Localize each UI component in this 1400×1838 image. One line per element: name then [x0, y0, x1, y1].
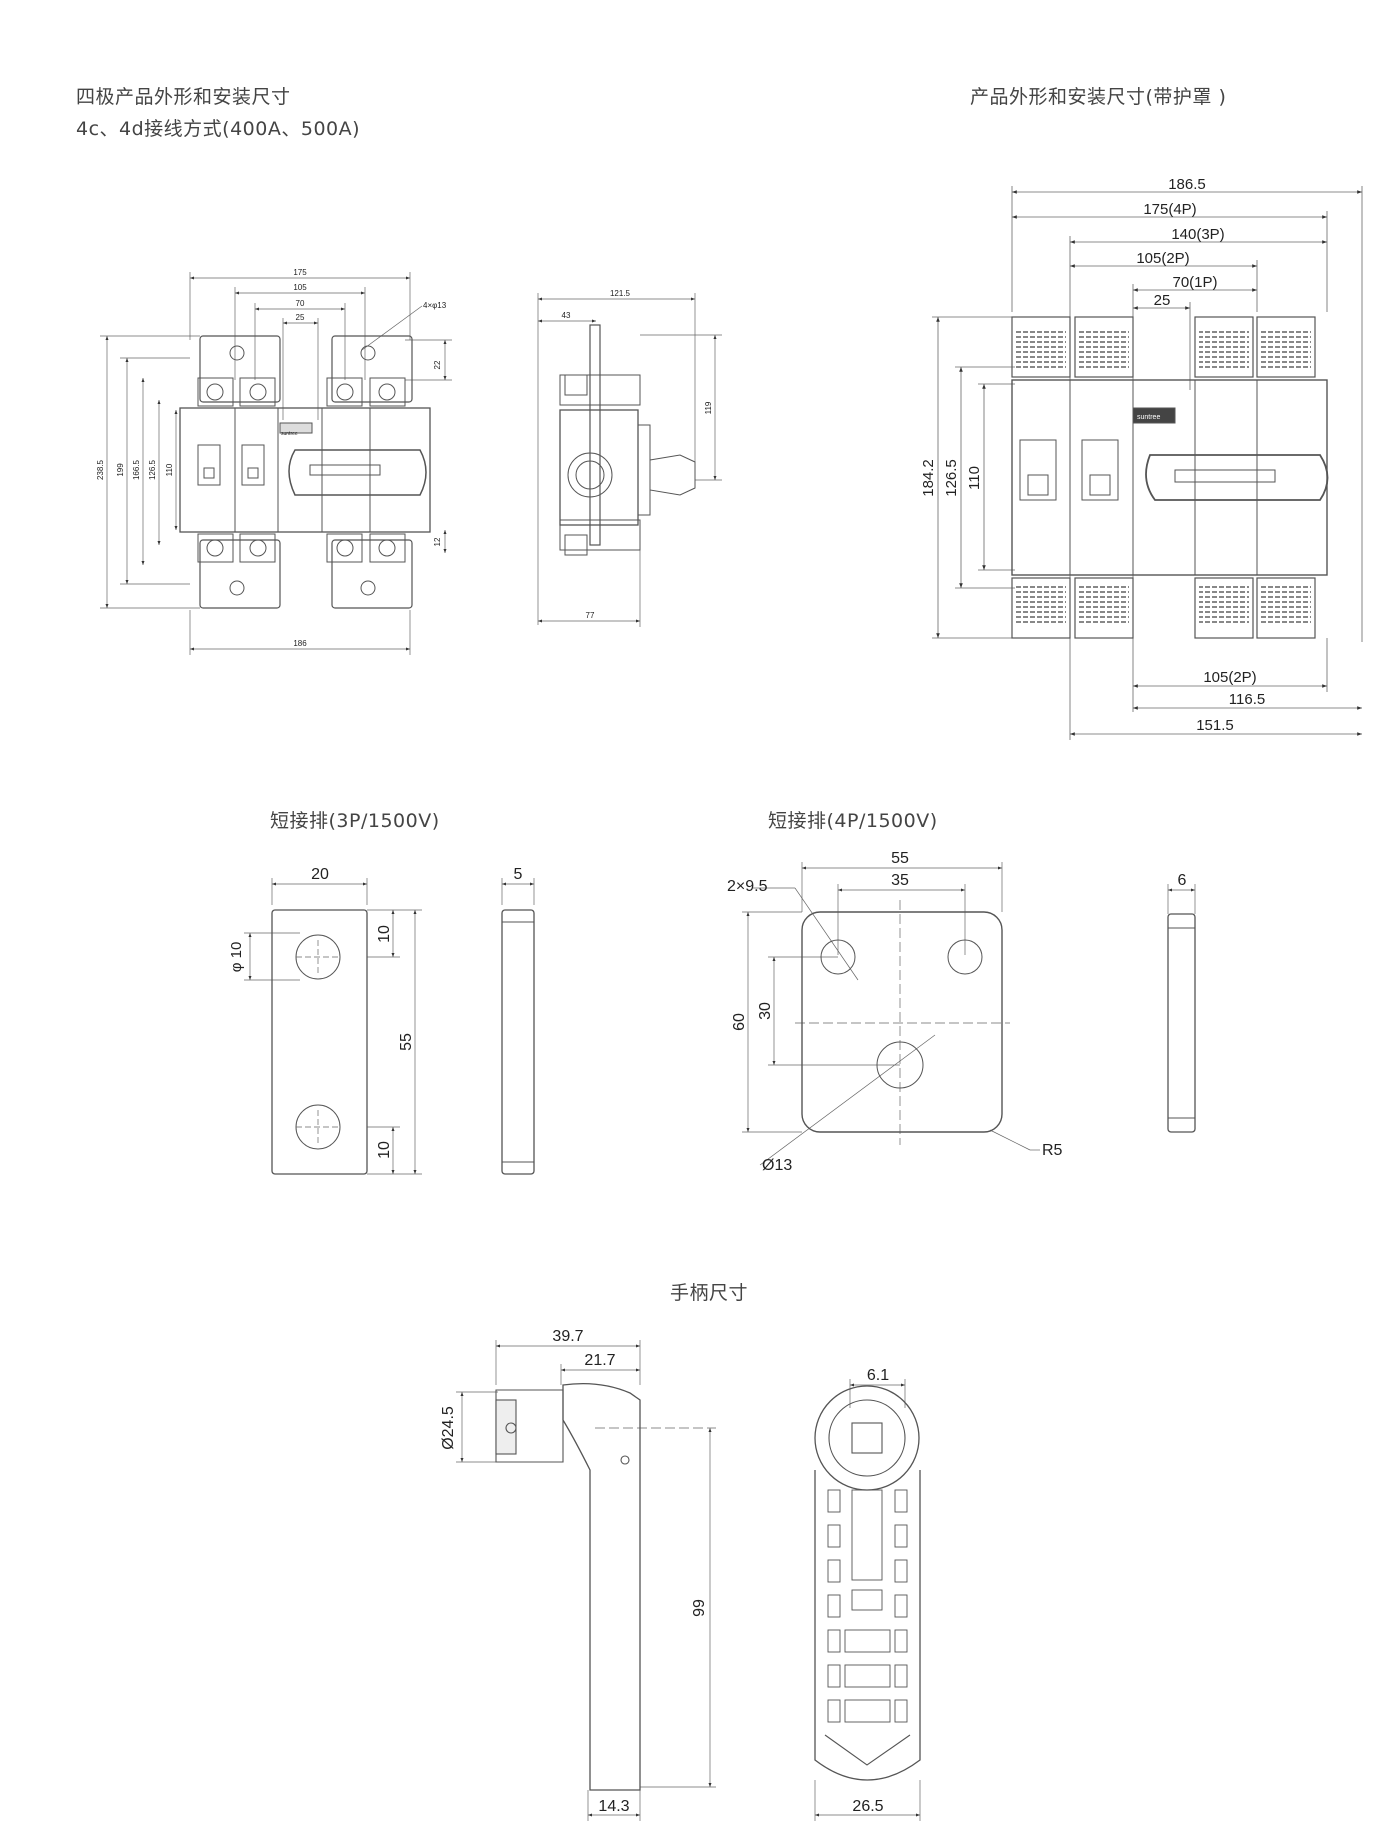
busbar-4p-hole-spec: 2×9.5 [727, 878, 768, 895]
busbar-4p-hole-pitch: 35 [891, 872, 909, 889]
brand-label: suntree [281, 431, 298, 437]
dim-70-1p: 70(1P) [1172, 274, 1217, 291]
dim-105-2p-bottom: 105(2P) [1203, 669, 1256, 686]
handle-title: 手柄尺寸 [670, 1282, 749, 1304]
busbar-3p-bottom-margin: 10 [376, 1141, 393, 1159]
handle-grip-length: 21.7 [584, 1352, 615, 1369]
handle-base-width: 14.3 [598, 1798, 629, 1815]
four-pole-side-view [537, 293, 722, 627]
busbar-3p-drawing [244, 878, 535, 1175]
handle-shaft-dia: Ø24.5 [440, 1406, 457, 1450]
dim-25-cover: 25 [1154, 292, 1171, 309]
four-pole-title: 四极产品外形和安装尺寸 [76, 86, 291, 108]
dim-126-5-cover: 126.5 [943, 459, 960, 497]
busbar-4p-big-hole: Ø13 [762, 1157, 792, 1174]
dim-184-2: 184.2 [920, 459, 937, 497]
dim-77: 77 [586, 611, 595, 620]
dim-186-5: 186.5 [1168, 176, 1206, 193]
busbar-3p-width: 20 [311, 866, 329, 883]
dim-105-2p: 105(2P) [1136, 250, 1189, 267]
busbar-3p-thickness: 5 [514, 866, 523, 883]
covered-view [932, 186, 1363, 740]
busbar-4p-height: 60 [731, 1013, 748, 1031]
covered-view-title: 产品外形和安装尺寸(带护罩 ) [970, 86, 1227, 108]
busbar-4p-thickness: 6 [1178, 872, 1187, 889]
handle-length: 39.7 [552, 1328, 583, 1345]
handle-slot-width: 6.1 [867, 1367, 889, 1384]
busbar-4p-offset: 30 [757, 1002, 774, 1020]
dim-116-5: 116.5 [1229, 691, 1265, 708]
four-pole-subtitle: 4c、4d接线方式(400A、500A) [76, 118, 361, 140]
dim-119: 119 [704, 401, 713, 414]
handle-top-width: 26.5 [852, 1798, 883, 1815]
cover-brand-label: suntree [1137, 414, 1160, 421]
dim-151-5: 151.5 [1196, 717, 1234, 734]
dim-186: 186 [293, 639, 307, 648]
busbar-3p-top-margin: 10 [376, 925, 393, 943]
dim-12: 12 [433, 537, 442, 546]
busbar-4p-radius: R5 [1042, 1142, 1063, 1159]
dim-25: 25 [296, 313, 305, 322]
dim-140-3p: 140(3P) [1171, 226, 1224, 243]
dim-110-cover: 110 [966, 466, 983, 490]
dim-4xphi13: 4×φ13 [423, 301, 447, 310]
four-pole-front-view [100, 272, 452, 655]
busbar-3p-length: 55 [398, 1033, 415, 1051]
busbar-3p-hole-dia: φ 10 [228, 942, 245, 973]
dim-43: 43 [562, 311, 571, 320]
dim-166-5: 166.5 [132, 459, 141, 480]
dim-105: 105 [293, 283, 307, 292]
busbar-4p-width: 55 [891, 850, 909, 867]
dim-175-4p: 175(4P) [1143, 201, 1196, 218]
handle-top-view [814, 1379, 921, 1821]
dim-199: 199 [116, 463, 125, 477]
handle-side-view [456, 1340, 716, 1821]
dim-110: 110 [165, 463, 174, 476]
dim-22: 22 [433, 360, 442, 369]
dim-121-5: 121.5 [610, 289, 631, 298]
handle-height: 99 [691, 1599, 708, 1617]
busbar-3p-title: 短接排(3P/1500V) [270, 810, 440, 832]
dim-70: 70 [296, 299, 305, 308]
dim-175: 175 [293, 268, 307, 277]
dim-238-5: 238.5 [96, 459, 105, 480]
busbar-4p-title: 短接排(4P/1500V) [768, 810, 938, 832]
busbar-4p-drawing [742, 862, 1196, 1166]
dim-126-5: 126.5 [148, 459, 157, 480]
